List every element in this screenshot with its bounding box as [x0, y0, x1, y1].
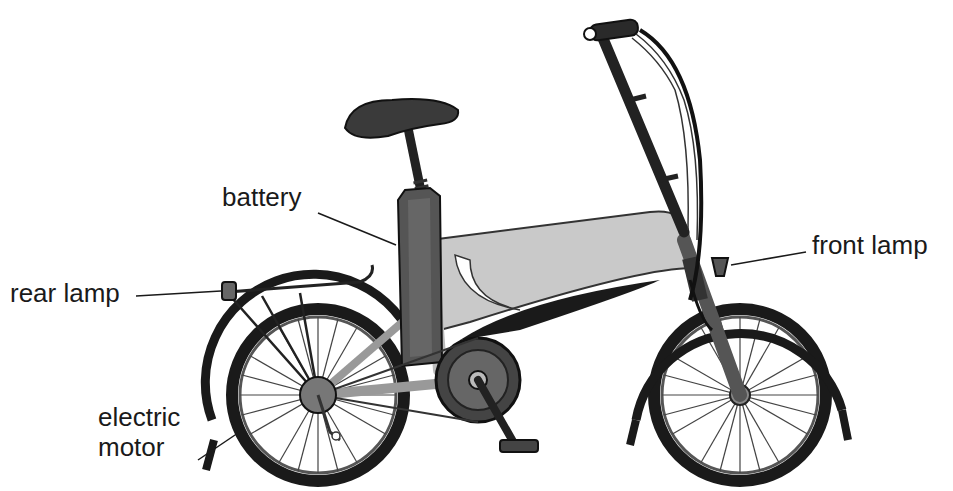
leader-lines	[136, 213, 806, 460]
part-label: battery	[222, 182, 302, 212]
part-label: rear lamp	[10, 278, 120, 308]
part-label: electric motor	[98, 402, 198, 462]
part-label: front lamp	[812, 230, 928, 260]
